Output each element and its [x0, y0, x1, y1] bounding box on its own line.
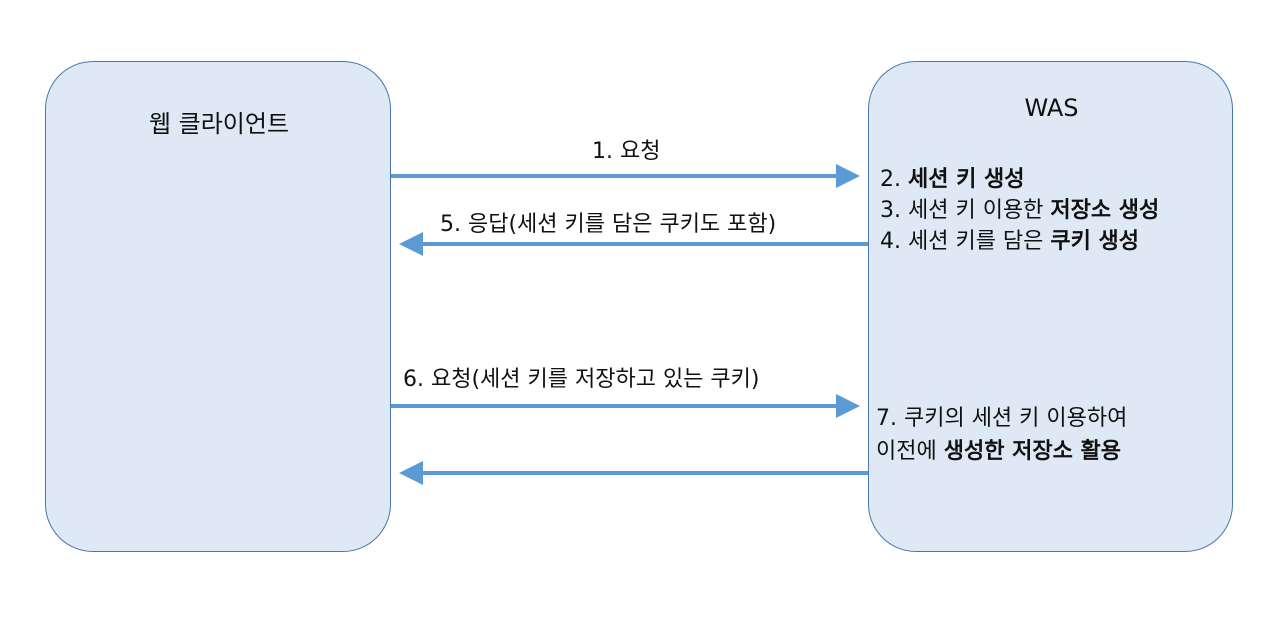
arrow-label-request: 1. 요청 — [592, 139, 661, 164]
arrow-label-request-with-cookie: 6. 요청(세션 키를 저장하고 있는 쿠키) — [403, 367, 760, 392]
was-step-4: 4. 세션 키를 담은 쿠키 생성 — [880, 229, 1140, 254]
was-box: WAS — [868, 61, 1233, 552]
was-step-7-line1: 7. 쿠키의 세션 키 이용하여 — [876, 406, 1128, 431]
web-client-box: 웹 클라이언트 — [45, 61, 391, 552]
was-step-7-line2: 이전에 생성한 저장소 활용 — [876, 439, 1121, 464]
was-title: WAS — [1024, 94, 1079, 122]
was-step-3: 3. 세션 키 이용한 저장소 생성 — [880, 198, 1160, 223]
arrow-label-response: 5. 응답(세션 키를 담은 쿠키도 포함) — [440, 212, 777, 237]
was-step-2: 2. 세션 키 생성 — [880, 167, 1025, 192]
web-client-title: 웹 클라이언트 — [148, 110, 290, 138]
